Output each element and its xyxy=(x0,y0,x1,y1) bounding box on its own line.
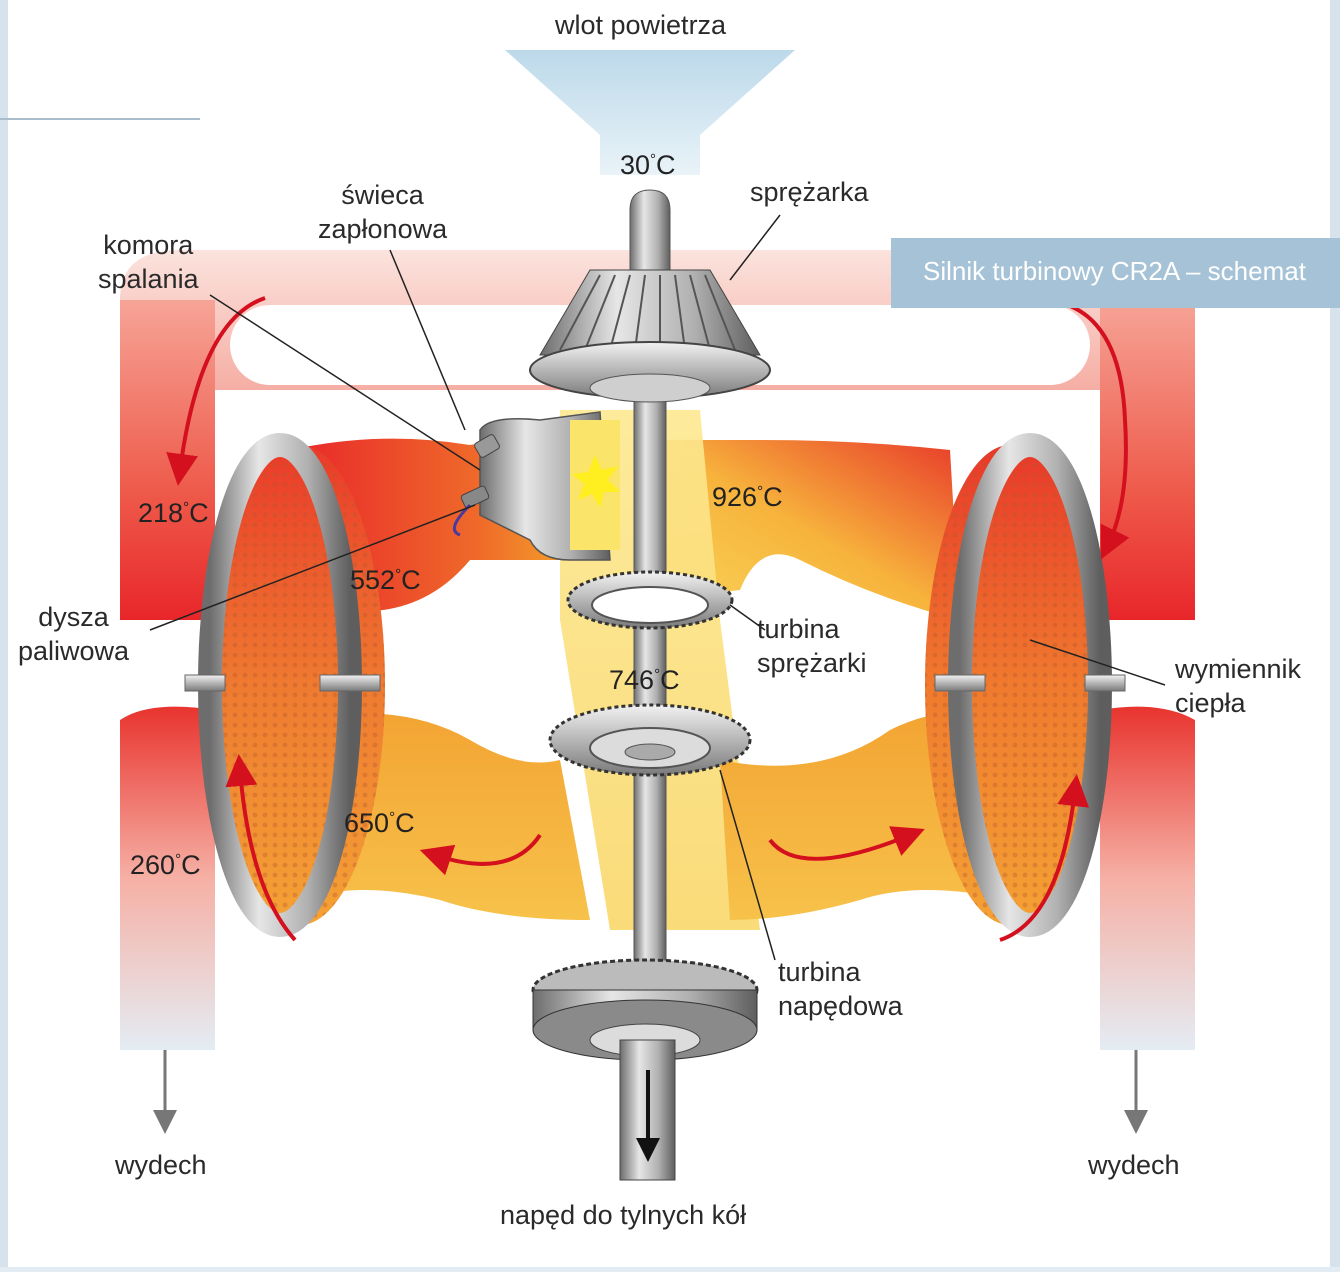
right-exhaust-plume xyxy=(1100,707,1195,1050)
temp-30: 30°C xyxy=(620,145,676,180)
compressor-turbine xyxy=(568,572,732,628)
temp-260: 260°C xyxy=(130,845,201,880)
label-combustion-chamber: komora spalania xyxy=(98,228,199,296)
right-cold-air-flow xyxy=(1100,300,1195,620)
label-compressor: sprężarka xyxy=(750,175,869,209)
label-power-turbine: turbina napędowa xyxy=(778,955,903,1023)
left-frame xyxy=(0,0,8,1267)
label-exhaust-left: wydech xyxy=(115,1148,207,1182)
label-exhaust-right: wydech xyxy=(1088,1148,1180,1182)
label-fuel-nozzle: dysza paliwowa xyxy=(18,600,129,668)
caption-box: Silnik turbinowy CR2A – schemat xyxy=(891,238,1340,308)
temp-926: 926°C xyxy=(712,477,783,512)
label-air-inlet: wlot powietrza xyxy=(555,8,726,42)
frame-divider xyxy=(0,118,200,120)
label-heat-exchanger: wymiennik ciepła xyxy=(1175,652,1301,720)
shaft xyxy=(634,390,666,1010)
power-turbine xyxy=(550,705,750,775)
temp-218: 218°C xyxy=(138,493,209,528)
temp-650: 650°C xyxy=(344,803,415,838)
caption-text: Silnik turbinowy CR2A – schemat xyxy=(923,256,1306,287)
left-cold-air-flow xyxy=(120,300,215,620)
temp-746: 746°C xyxy=(609,660,680,695)
right-frame xyxy=(1330,0,1340,1267)
label-drive: napęd do tylnych kół xyxy=(500,1198,746,1232)
label-spark-plug: świeca zapłonowa xyxy=(318,178,447,246)
label-compressor-turbine: turbina sprężarki xyxy=(757,612,867,680)
temp-552: 552°C xyxy=(350,560,421,595)
